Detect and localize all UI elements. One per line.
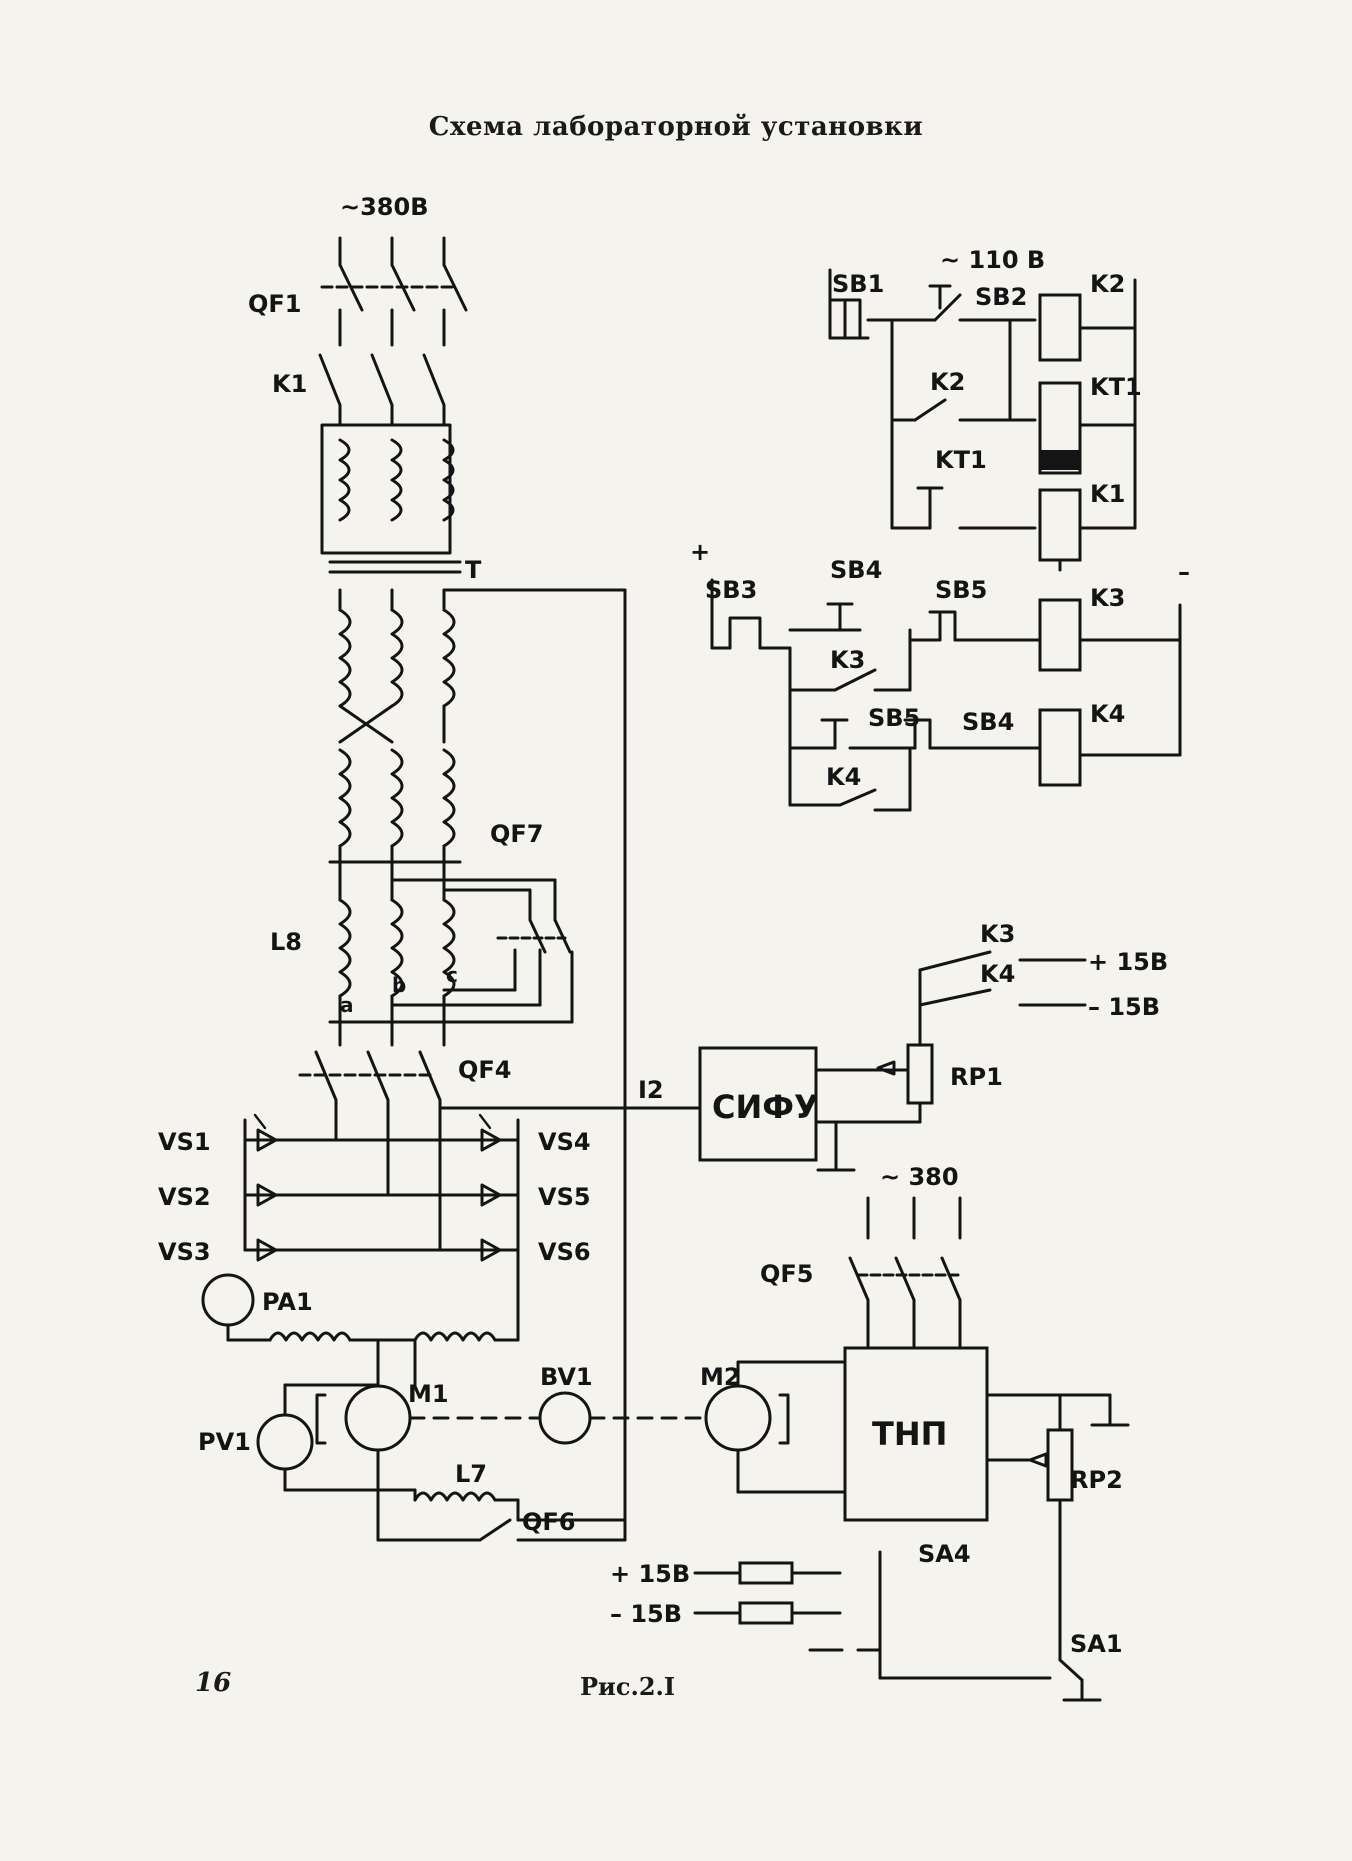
label-c: c	[446, 963, 458, 987]
label-k1-coil: K1	[1090, 480, 1125, 508]
label-vs1: VS1	[158, 1128, 211, 1156]
label-input-minus-15v: – 15В	[610, 1600, 682, 1628]
label-k2-coil: K2	[1090, 270, 1125, 298]
control-110v	[828, 268, 1137, 572]
label-minus-15v: – 15В	[1088, 993, 1160, 1021]
label-sb1: SB1	[832, 270, 884, 298]
label-k3-contact-b: K3	[830, 646, 865, 674]
label-pa1: PA1	[262, 1288, 313, 1316]
label-sa4: SA4	[918, 1540, 971, 1568]
reference-inputs	[693, 1561, 842, 1625]
sifu-control	[698, 950, 1087, 1172]
label-supply-380: ~ 380	[880, 1163, 959, 1191]
label-k3-contact: K3	[980, 920, 1015, 948]
label-pv1: PV1	[198, 1428, 251, 1456]
label-vs3: VS3	[158, 1238, 211, 1266]
label-sb2: SB2	[975, 283, 1027, 311]
page-number: 16	[195, 1668, 232, 1698]
label-t: T	[465, 556, 482, 584]
label-sb5-top: SB5	[935, 576, 987, 604]
label-input-plus-15v: + 15В	[610, 1560, 690, 1588]
label-k4-contact-b: K4	[826, 763, 861, 791]
label-kt1-coil: KT1	[1090, 373, 1142, 401]
label-vs6: VS6	[538, 1238, 591, 1266]
label-plus-15v: + 15В	[1088, 948, 1168, 976]
thyristor-bridge	[243, 1113, 520, 1342]
qf4-breaker	[298, 1050, 442, 1252]
label-sb5-bottom: SB5	[868, 704, 920, 732]
label-i2: I2	[638, 1076, 664, 1104]
label-sb4-top: SB4	[830, 556, 882, 584]
label-supply-110: ~ 110 В	[940, 246, 1045, 274]
label-vs2: VS2	[158, 1183, 211, 1211]
label-qf7: QF7	[490, 820, 544, 848]
label-k4-contact: K4	[980, 960, 1015, 988]
transformer-primary	[320, 423, 462, 574]
label-k1: K1	[272, 370, 307, 398]
label-qf4: QF4	[458, 1056, 512, 1084]
label-vs4: VS4	[538, 1128, 591, 1156]
label-qf6: QF6	[522, 1508, 576, 1536]
label-l7: L7	[455, 1460, 487, 1488]
label-sa1: SA1	[1070, 1630, 1123, 1658]
label-supply-main: ~380В	[340, 193, 429, 221]
dc-armature-circuit	[201, 1273, 707, 1542]
label-qf5: QF5	[760, 1260, 814, 1288]
label-plus: +	[690, 538, 710, 566]
control-dc	[710, 578, 1182, 812]
label-k3-coil: K3	[1090, 584, 1125, 612]
label-qf1: QF1	[248, 290, 302, 318]
m2-tnp-circuit	[704, 1346, 1130, 1702]
label-k2-contact: K2	[930, 368, 965, 396]
label-minus: –	[1178, 558, 1190, 586]
k1-contactor	[318, 353, 446, 427]
label-b: b	[392, 973, 406, 997]
diagram-labels: ~380В QF1 K1 T QF7 L8 a b c QF4 VS1 VS2 …	[158, 193, 1190, 1658]
label-sb4-bottom: SB4	[962, 708, 1014, 736]
label-sifu: СИФУ	[712, 1088, 819, 1126]
label-rp2: RP2	[1070, 1466, 1123, 1494]
label-kt1-contact: KT1	[935, 446, 987, 474]
label-m2: M2	[700, 1363, 741, 1391]
label-m1: M1	[408, 1380, 449, 1408]
qf1-breaker	[320, 236, 468, 347]
page-title: Схема лабораторной установки	[428, 112, 924, 142]
transformer-secondary	[338, 588, 627, 1522]
qf5-breaker	[848, 1196, 962, 1350]
label-bv1: BV1	[540, 1363, 593, 1391]
figure-caption: Рис.2.I	[580, 1672, 676, 1701]
label-tnp: ТНП	[872, 1415, 947, 1453]
label-vs5: VS5	[538, 1183, 591, 1211]
label-rp1: RP1	[950, 1063, 1003, 1091]
label-a: a	[340, 993, 354, 1017]
l8-reactor	[328, 860, 574, 1047]
label-sb3: SB3	[705, 576, 757, 604]
label-l8: L8	[270, 928, 302, 956]
label-k4-coil: K4	[1090, 700, 1125, 728]
